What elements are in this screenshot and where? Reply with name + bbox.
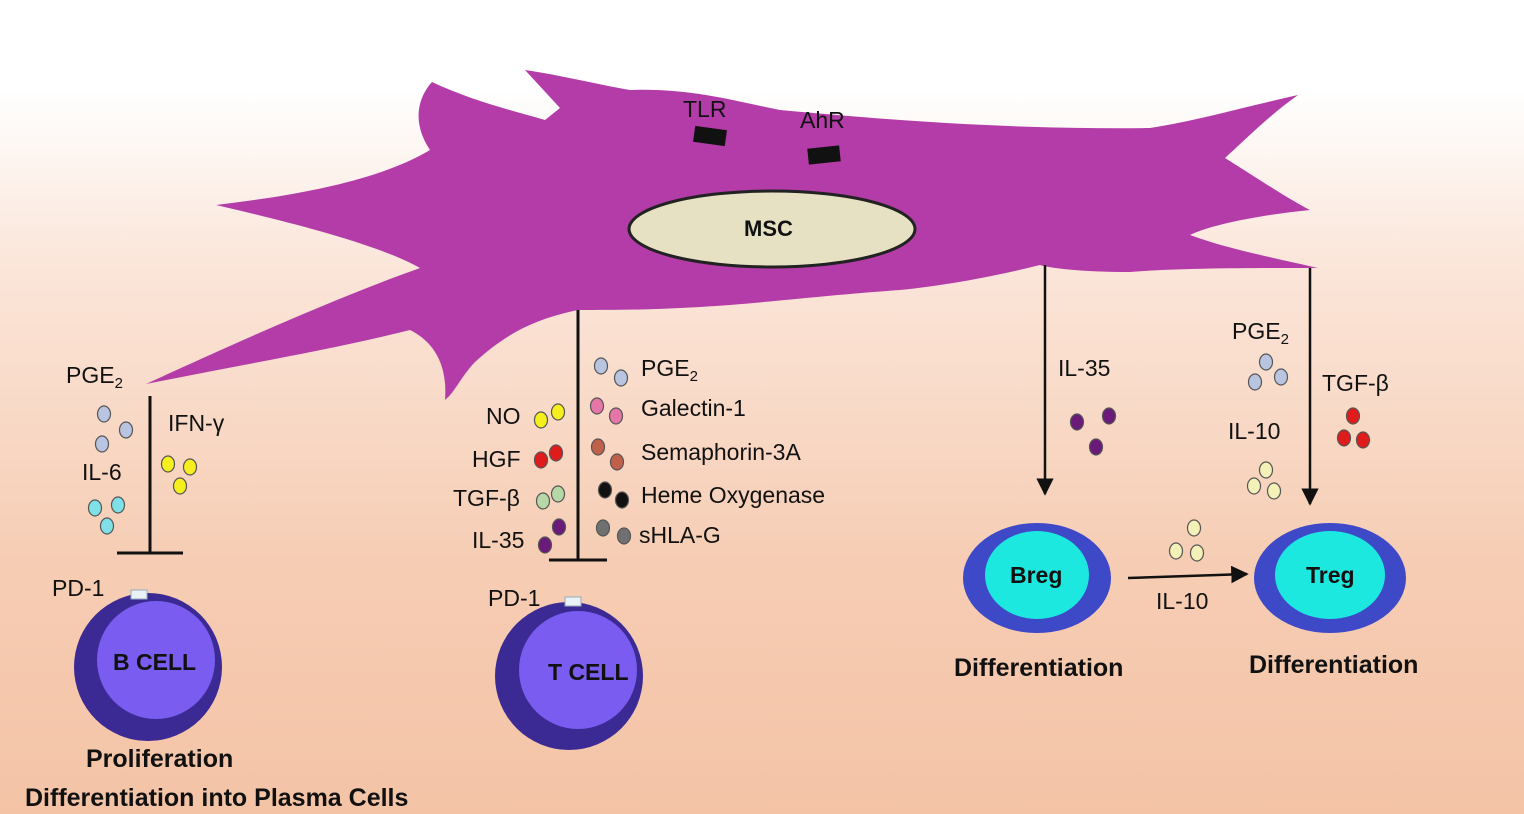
breg-il35-label: IL-35 — [1058, 355, 1111, 381]
t-sema-dot — [609, 453, 625, 471]
t-no-label: NO — [486, 403, 521, 429]
b-cell-inner — [97, 601, 215, 719]
treg-pge2-dot — [1273, 368, 1289, 386]
treg-pge2-dot — [1247, 373, 1263, 391]
t-il35-dot — [551, 518, 567, 536]
treg-tgf-label: TGF-β — [1322, 370, 1389, 396]
t-hgf-dot — [548, 444, 564, 462]
b-cell-label: B CELL — [113, 649, 197, 675]
t-galectin-label: Galectin-1 — [641, 395, 746, 421]
cytokine-dots — [87, 353, 1371, 562]
b-cell-pd1-receptor — [130, 589, 148, 600]
t-tgf-label: TGF-β — [453, 485, 520, 511]
b-outcome-proliferation: Proliferation — [86, 745, 234, 773]
b-il6-dot — [99, 517, 115, 535]
t-shlag-label: sHLA-G — [639, 522, 721, 548]
t-pd1-label: PD-1 — [488, 585, 541, 611]
treg-pge2-label: PGE2 — [1232, 318, 1289, 348]
b-outcome-plasma: Differentiation into Plasma Cells — [25, 784, 409, 812]
b-il6-dot — [110, 496, 126, 514]
t-pge2-dot — [593, 357, 609, 375]
tlr-receptor — [693, 125, 727, 147]
t-galectin-dot — [608, 407, 624, 425]
t-il35-label: IL-35 — [472, 527, 525, 553]
treg-il10-dot — [1266, 482, 1282, 500]
treg-il10-dot — [1246, 477, 1262, 495]
breg-inner — [985, 531, 1089, 619]
b-ifn-dot — [182, 458, 198, 476]
b-pge2-label: PGE2 — [66, 362, 123, 392]
t-tgf-dot — [535, 492, 551, 510]
treg-inner — [1275, 531, 1385, 619]
treg-label: Treg — [1306, 562, 1355, 588]
t-heme-dot — [597, 481, 613, 499]
t-heme-dot — [614, 491, 630, 509]
b-pge2-dot — [94, 435, 110, 453]
t-shlag-dot — [616, 527, 632, 545]
t-il35-dot — [537, 536, 553, 554]
b-ifn-dot — [160, 455, 176, 473]
t-cell-label: T CELL — [548, 659, 629, 685]
b-il6-dot — [87, 499, 103, 517]
b-il6-label: IL-6 — [82, 459, 122, 485]
breg-treg-il10-dot — [1186, 519, 1202, 537]
t-no-dot — [533, 411, 549, 429]
t-cell-inner — [519, 611, 637, 729]
breg-treg-il10-dot — [1189, 544, 1205, 562]
treg-il10-label: IL-10 — [1228, 418, 1281, 444]
treg-tgf-dot — [1355, 431, 1371, 449]
t-shlag-dot — [595, 519, 611, 537]
t-pge2-dot — [613, 369, 629, 387]
treg-outcome: Differentiation — [1249, 651, 1419, 679]
t-galectin-dot — [589, 397, 605, 415]
t-heme-label: Heme Oxygenase — [641, 482, 826, 508]
breg-il35-dot — [1088, 438, 1104, 456]
breg-il35-dot — [1101, 407, 1117, 425]
breg-to-treg-arrow — [1127, 565, 1249, 584]
breg-treg-il10-label: IL-10 — [1156, 588, 1209, 614]
t-tgf-dot — [550, 485, 566, 503]
ahr-receptor — [807, 145, 841, 165]
ahr-label: AhR — [800, 107, 845, 133]
t-pge2-label: PGE2 — [641, 355, 698, 385]
tlr-label: TLR — [683, 96, 727, 122]
t-hgf-dot — [533, 451, 549, 469]
t-cell-pd1-receptor — [564, 596, 582, 607]
t-semaphorin-label: Semaphorin-3A — [641, 439, 801, 465]
treg-tgf-dot — [1345, 407, 1361, 425]
treg-il10-dot — [1258, 461, 1274, 479]
msc-nucleus — [627, 189, 917, 269]
b-ifn-dot — [172, 477, 188, 495]
b-ifn-label: IFN-γ — [168, 410, 225, 436]
b-pge2-dot — [96, 405, 112, 423]
breg-treg-il10-dot — [1168, 542, 1184, 560]
msc-label: MSC — [744, 216, 793, 241]
b-pd1-label: PD-1 — [52, 575, 105, 601]
t-no-dot — [550, 403, 566, 421]
treg-tgf-dot — [1336, 429, 1352, 447]
breg-il35-dot — [1069, 413, 1085, 431]
treg-pge2-dot — [1258, 353, 1274, 371]
b-pge2-dot — [118, 421, 134, 439]
t-sema-dot — [590, 438, 606, 456]
breg-label: Breg — [1010, 562, 1063, 588]
breg-outcome: Differentiation — [954, 654, 1124, 682]
t-hgf-label: HGF — [472, 446, 521, 472]
